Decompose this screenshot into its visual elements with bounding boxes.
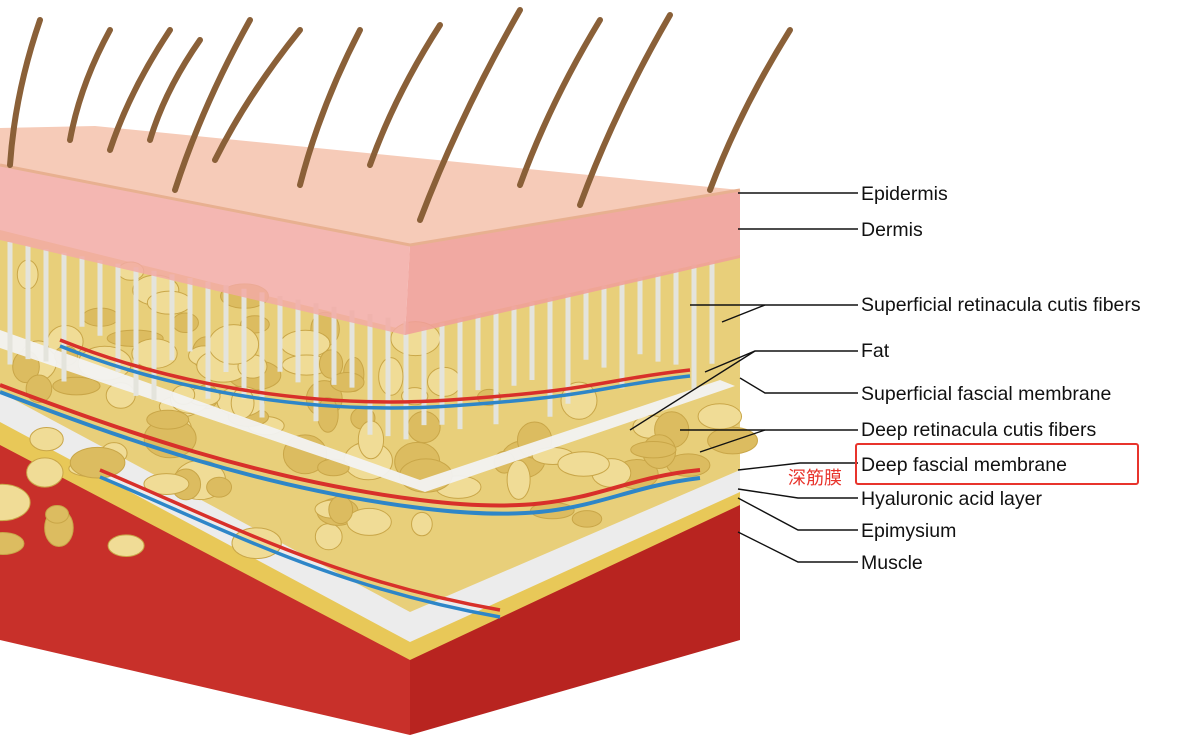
fat-lobule bbox=[329, 371, 365, 393]
fat-lobule bbox=[26, 457, 64, 488]
fat-lobule bbox=[318, 349, 344, 379]
fat-lobule bbox=[52, 376, 101, 396]
fat-lobule bbox=[0, 532, 25, 556]
leader-lines bbox=[629, 192, 858, 563]
fat-lobule bbox=[45, 505, 70, 524]
hair bbox=[297, 27, 363, 188]
fat-lobule bbox=[557, 451, 610, 477]
fat-lobule bbox=[206, 476, 233, 498]
label-deep-fascial-membrane: Deep fascial membrane bbox=[861, 454, 1067, 476]
hair bbox=[67, 27, 113, 143]
fat-lobule bbox=[571, 510, 603, 528]
deep-fascial-membrane-layer bbox=[0, 390, 740, 642]
hair bbox=[577, 12, 673, 208]
fat-lobule bbox=[314, 523, 343, 551]
fat-lobule bbox=[171, 312, 199, 334]
fat-lobule bbox=[630, 441, 677, 459]
label-superficial-retinacula: Superficial retinacula cutis fibers bbox=[861, 294, 1141, 316]
label-hyaluronic-acid-layer: Hyaluronic acid layer bbox=[861, 488, 1042, 510]
fat-lobule bbox=[29, 427, 64, 452]
label-epidermis: Epidermis bbox=[861, 183, 948, 205]
label-deep-retinacula: Deep retinacula cutis fibers bbox=[861, 419, 1097, 441]
fat-lobule bbox=[280, 329, 331, 358]
fat-lobule bbox=[107, 534, 145, 557]
label-fat: Fat bbox=[861, 340, 890, 362]
chinese-annotation: 深筋膜 bbox=[788, 468, 842, 489]
fat-lobule bbox=[378, 357, 404, 396]
retinacula-cutis-fibers bbox=[7, 242, 715, 440]
muscle-left-face bbox=[0, 440, 410, 735]
label-dermis: Dermis bbox=[861, 219, 923, 241]
fat-lobule bbox=[411, 511, 433, 537]
fat-lobule bbox=[143, 473, 190, 495]
fat-lobule bbox=[0, 483, 31, 522]
dermis-right-face bbox=[405, 190, 740, 335]
hair bbox=[212, 27, 303, 163]
hair bbox=[7, 17, 43, 168]
fat-lobule bbox=[69, 446, 126, 479]
fat-lobule bbox=[697, 403, 743, 430]
hair bbox=[172, 17, 253, 193]
hair bbox=[107, 27, 173, 153]
fat-lobule bbox=[317, 396, 339, 433]
highlight-box bbox=[855, 443, 1139, 485]
hair bbox=[147, 37, 203, 143]
fat-lobule bbox=[208, 324, 260, 365]
fat-lobule bbox=[146, 409, 190, 430]
dermis-left-face bbox=[0, 165, 410, 335]
hair bbox=[417, 7, 523, 223]
blood-vessels bbox=[0, 338, 701, 619]
hairs bbox=[7, 7, 793, 223]
fat-lobules bbox=[0, 259, 758, 560]
hair bbox=[367, 22, 443, 168]
label-muscle: Muscle bbox=[861, 552, 923, 574]
hair bbox=[707, 27, 793, 193]
fat-lobule bbox=[506, 459, 531, 500]
fat-lobule bbox=[346, 507, 392, 536]
hair bbox=[517, 17, 603, 188]
muscle-right-face bbox=[410, 500, 740, 735]
fat-lobule bbox=[328, 495, 354, 525]
label-superficial-fascial-membrane: Superficial fascial membrane bbox=[861, 383, 1112, 405]
label-epimysium: Epimysium bbox=[861, 520, 957, 542]
